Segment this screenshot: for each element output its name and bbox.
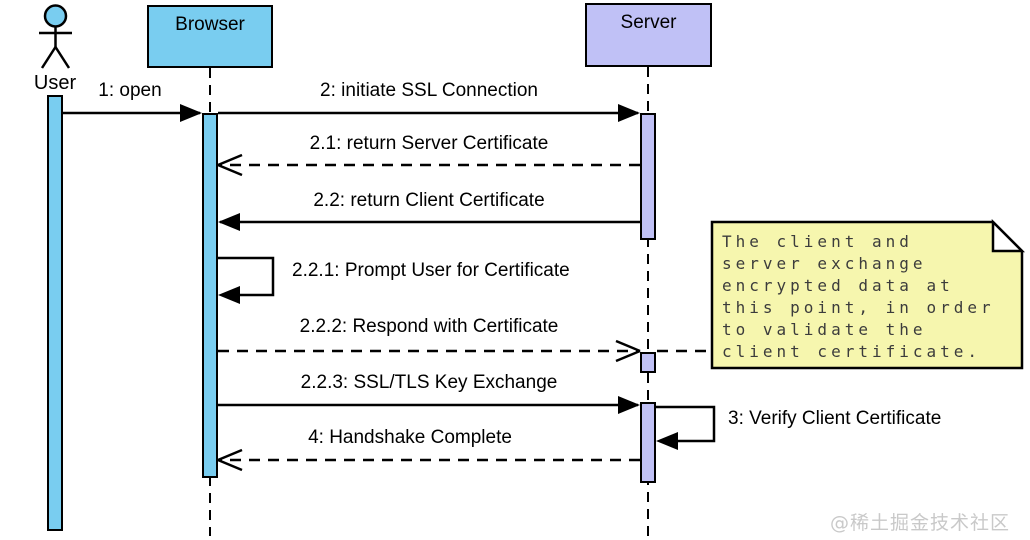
activation-bar-user [47,95,63,531]
activation-bar-server-3 [640,402,656,483]
activation-bar-server-2 [640,352,656,373]
activation-bar-browser [202,113,218,478]
participant-label-server: Server [620,12,677,33]
activation-bar-server-1 [640,113,656,240]
participant-box-browser: Browser [147,5,273,68]
participant-box-server: Server [585,3,712,67]
participant-label-browser: Browser [175,14,245,35]
